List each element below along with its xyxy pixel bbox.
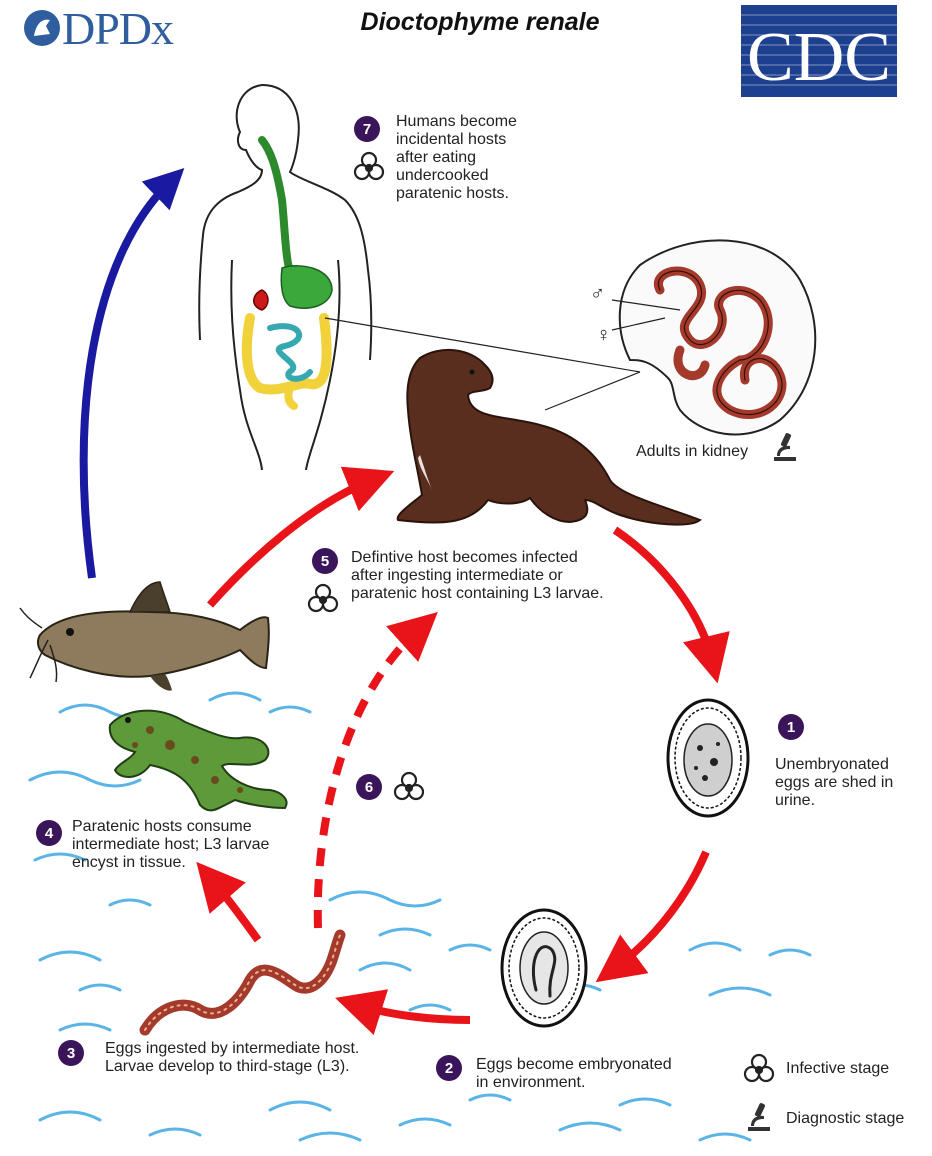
mink-illustration xyxy=(398,350,700,525)
step-label-2: Eggs become embryonated in environment. xyxy=(476,1056,716,1092)
arrow-fish-to-mink xyxy=(210,480,372,605)
step-badge-1: 1 xyxy=(778,714,804,740)
cdc-logo: CDC xyxy=(741,5,897,97)
step-badge-7: 7 xyxy=(354,116,380,142)
legend-infective-label: Infective stage xyxy=(786,1060,889,1078)
biohazard-icon xyxy=(306,582,340,616)
dpdx-logo: DPDx xyxy=(22,4,173,52)
female-symbol: ♀ xyxy=(596,326,611,344)
arrow-human-transfer xyxy=(84,182,170,578)
biohazard-icon xyxy=(392,770,426,804)
unembryonated-egg xyxy=(668,700,748,816)
step-badge-3: 3 xyxy=(58,1040,84,1066)
step-label-5: Defintive host becomes infected after in… xyxy=(351,549,651,603)
step-label-1: Unembryonated eggs are shed in urine. xyxy=(775,756,925,810)
step-label-4: Paratenic hosts consume intermediate hos… xyxy=(72,818,312,872)
step-badge-4: 4 xyxy=(36,820,62,846)
step-label-7: Humans become incidental hosts after eat… xyxy=(396,113,576,203)
biohazard-icon xyxy=(742,1052,776,1086)
step-badge-2: 2 xyxy=(436,1055,462,1081)
microscope-icon xyxy=(742,1100,776,1134)
kidney-illustration xyxy=(612,240,815,434)
step-badge-5: 5 xyxy=(312,548,338,574)
cdc-logo-text: CDC xyxy=(747,19,891,96)
step-label-3: Eggs ingested by intermediate host. Larv… xyxy=(105,1040,405,1076)
human-digestive-tract xyxy=(247,140,332,406)
embryonated-egg xyxy=(502,910,586,1026)
adults-in-kidney-label: Adults in kidney xyxy=(636,443,748,461)
arrow-larva-to-frog xyxy=(212,880,258,940)
catfish-illustration xyxy=(20,582,269,691)
male-symbol: ♂ xyxy=(590,285,605,303)
step-badge-6: 6 xyxy=(356,774,382,800)
page-title: Dioctophyme renale xyxy=(320,8,640,37)
dpdx-logo-text: DPDx xyxy=(62,2,173,55)
larva-worm xyxy=(145,935,340,1030)
pointer-line xyxy=(545,372,640,410)
legend-diagnostic-label: Diagnostic stage xyxy=(786,1110,904,1128)
arrow-egg-to-embryonated xyxy=(615,852,706,968)
biohazard-icon xyxy=(352,150,386,184)
microscope-icon xyxy=(768,430,802,464)
frog-illustration xyxy=(110,711,287,811)
